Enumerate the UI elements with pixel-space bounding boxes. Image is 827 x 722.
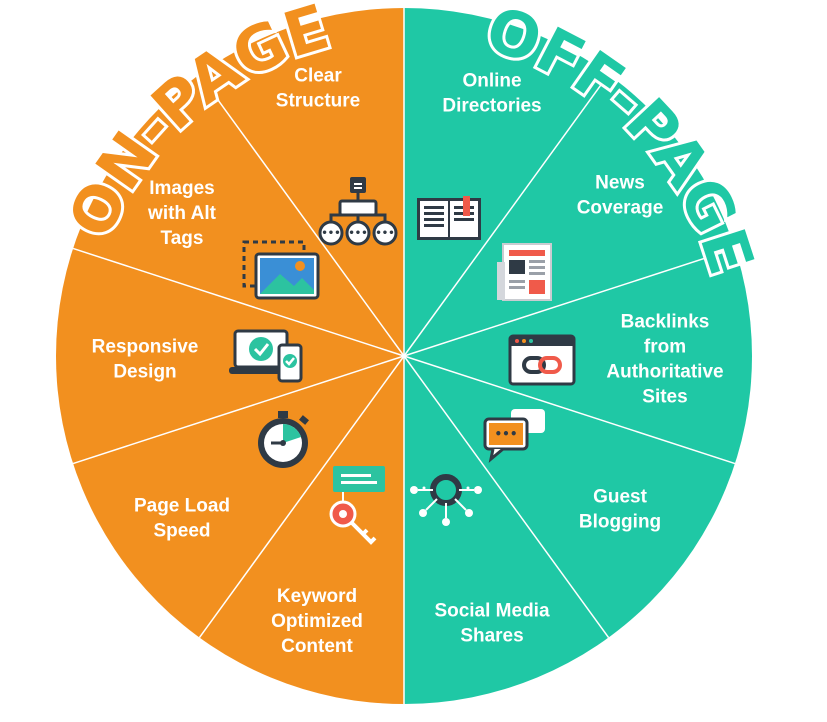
svg-text:•••: ••• bbox=[494, 427, 517, 441]
segment-divider bbox=[72, 247, 405, 357]
segment-divider bbox=[72, 355, 405, 465]
segment-divider bbox=[403, 355, 610, 638]
segment-divider bbox=[198, 74, 405, 357]
open-book-icon bbox=[417, 196, 481, 240]
segment-dividers bbox=[72, 8, 736, 704]
segment-divider bbox=[198, 355, 405, 638]
chat-bubbles-icon: ••• bbox=[483, 409, 545, 463]
newspaper-icon bbox=[497, 243, 552, 301]
on-page-half bbox=[56, 8, 404, 704]
devices-icon bbox=[229, 329, 303, 383]
sitemap-icon: ••• ••• ••• bbox=[318, 177, 398, 246]
segment-divider bbox=[403, 247, 736, 357]
off-page-half bbox=[404, 8, 752, 704]
svg-text:•••: ••• bbox=[348, 228, 367, 239]
image-icon bbox=[242, 240, 320, 300]
stopwatch-icon bbox=[258, 411, 309, 468]
key-tag-icon bbox=[329, 466, 385, 545]
svg-text:•••: ••• bbox=[321, 228, 340, 239]
segment-divider bbox=[403, 74, 610, 357]
segment-divider bbox=[403, 355, 736, 465]
wheel-halves bbox=[56, 8, 752, 704]
network-icon bbox=[410, 474, 482, 526]
svg-text:•••: ••• bbox=[375, 228, 394, 239]
link-window-icon bbox=[508, 334, 576, 386]
